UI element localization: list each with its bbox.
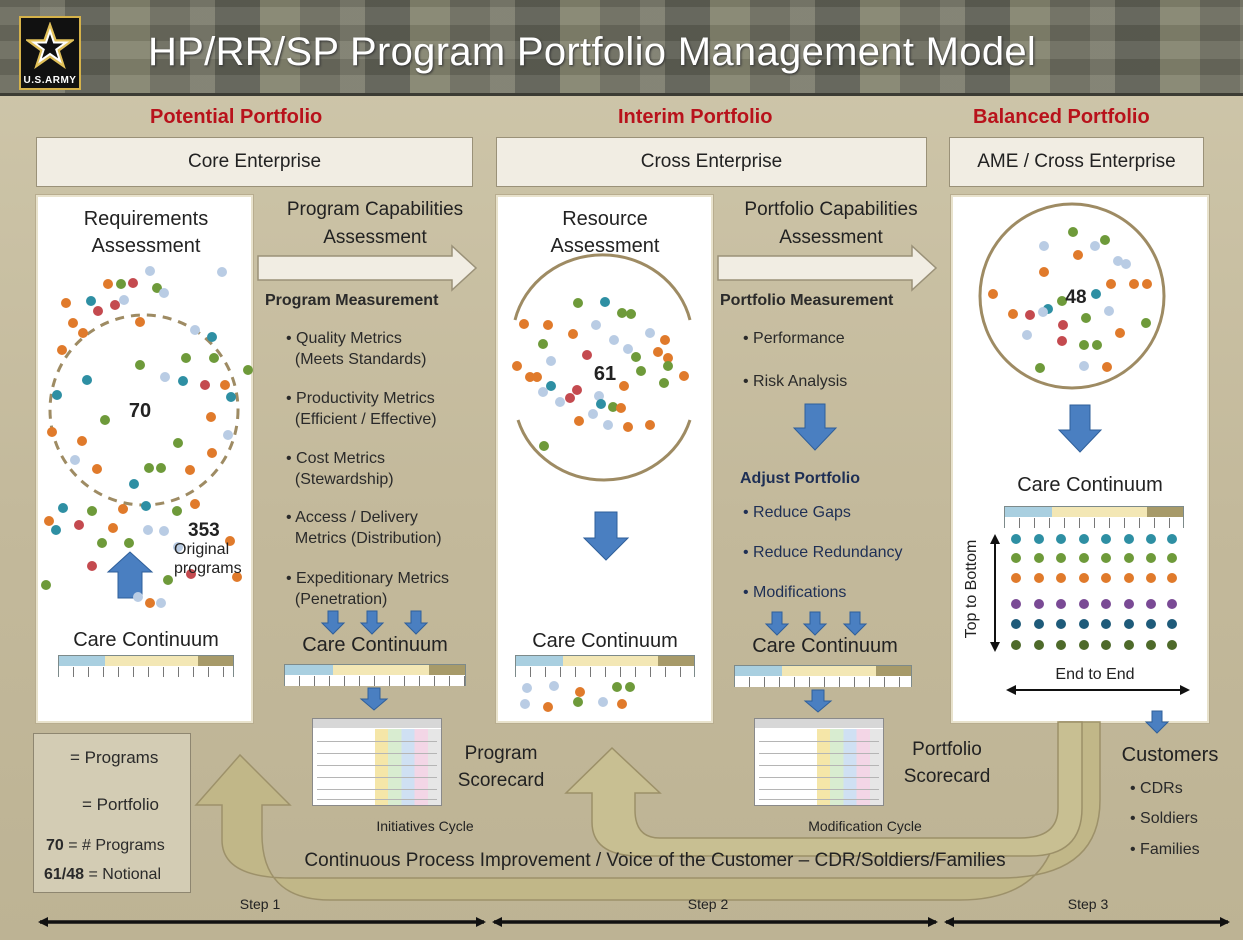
portfolio-count-70: 70: [128, 400, 152, 422]
continuum-table-step2: [734, 665, 912, 687]
blue-down-arrow-adjust: [792, 403, 838, 451]
stage-title-balanced: Balanced Portfolio: [973, 106, 1150, 128]
blue-small-arrow-6: [802, 611, 828, 636]
blue-down-arrow-panel3: [1057, 404, 1103, 453]
portfolio-capabilities-heading: Portfolio Capabilities Assessment: [744, 199, 918, 248]
adjust-reduce-gaps: • Reduce Gaps: [743, 504, 851, 521]
portfolio-measurement-title: Portfolio Measurement: [720, 292, 894, 309]
top-to-bottom-label: Top to Bottom: [963, 539, 980, 639]
program-scorecard-image: [312, 718, 442, 806]
portfolio-count-48: 48: [1065, 287, 1087, 308]
enterprise-ame: AME / Cross Enterprise: [949, 137, 1204, 187]
panel2-care-continuum: Care Continuum: [532, 630, 678, 652]
initiatives-cycle-label: Initiatives Cycle: [376, 818, 474, 834]
header-banner: [0, 0, 1243, 96]
panel-resource: [496, 195, 713, 723]
modification-cycle-label: Modification Cycle: [808, 818, 922, 834]
logo-text: U.S.ARMY: [23, 75, 77, 86]
measure-performance: • Performance: [743, 330, 845, 347]
panel1-care-continuum: Care Continuum: [73, 629, 219, 651]
continuum-table-panel3: [1004, 506, 1184, 528]
program-measurement-title: Program Measurement: [265, 292, 439, 309]
army-star-icon: [26, 22, 74, 70]
legend-portfolio-label: = Portfolio: [82, 795, 160, 814]
resource-heading: Resource Assessment: [550, 208, 660, 257]
program-bullet-1: • Quality Metrics (Meets Standards): [286, 330, 427, 368]
adjust-reduce-redundancy: • Reduce Redundancy: [743, 544, 903, 561]
customers-title: Customers: [1121, 744, 1219, 766]
portfolio-count-61: 61: [593, 363, 617, 385]
blue-small-arrow-8: [803, 689, 833, 713]
blue-small-arrow-2: [359, 610, 385, 635]
capability-arrow-step2: [717, 244, 938, 292]
page-title: HP/RR/SP Program Portfolio Management Mo…: [148, 30, 1037, 74]
customer-cdrs: • CDRs: [1130, 780, 1183, 797]
end-to-end-label: End to End: [1055, 666, 1135, 683]
portfolio-arc-61-bottom: [516, 419, 692, 482]
program-bullet-2: • Productivity Metrics (Efficient / Effe…: [286, 390, 437, 428]
blue-small-arrow-3: [403, 610, 429, 635]
continuum-table-panel2: [515, 655, 695, 677]
portfolio-scorecard-label: Portfolio Scorecard: [903, 739, 991, 787]
continuum-table-step1: [284, 664, 466, 686]
continuum-table-panel1: [58, 655, 234, 677]
step1-label: Step 1: [239, 896, 281, 912]
customer-families: • Families: [1130, 841, 1200, 858]
blue-small-arrow-1: [320, 610, 346, 635]
blue-up-arrow: [106, 551, 154, 599]
stage-title-potential: Potential Portfolio: [150, 106, 323, 128]
blue-small-arrow-5: [764, 611, 790, 636]
panel3-care-continuum: Care Continuum: [1017, 474, 1163, 496]
portfolio-scorecard-image: [754, 718, 884, 806]
dots-panel3-circle: [988, 227, 1152, 373]
portfolio-arc-61-top: [513, 253, 692, 321]
measure-risk-analysis: • Risk Analysis: [743, 373, 848, 390]
dots-panel2: [512, 297, 689, 712]
cpi-cycle-arrow: [194, 721, 1101, 901]
stage-title-interim: Interim Portfolio: [618, 106, 773, 128]
dots-panel3-grid: [1011, 534, 1177, 650]
cpi-text: Continuous Process Improvement / Voice o…: [304, 850, 1006, 871]
program-bullet-5: • Expeditionary Metrics (Penetration): [286, 570, 449, 608]
original-count: 353: [188, 520, 220, 541]
step1-care-continuum: Care Continuum: [302, 634, 448, 656]
blue-small-arrow-4: [359, 687, 389, 711]
enterprise-cross: Cross Enterprise: [496, 137, 927, 187]
program-capabilities-heading: Program Capabilities Assessment: [286, 199, 464, 248]
army-logo: U.S.ARMY: [19, 16, 81, 90]
legend-box: = Programs = Portfolio 70 = # Programs 6…: [33, 733, 191, 893]
capability-arrow-step1: [257, 244, 478, 292]
modification-cycle-arrow: [564, 721, 1083, 857]
customer-soldiers: • Soldiers: [1130, 810, 1198, 827]
step3-label: Step 3: [1067, 896, 1109, 912]
legend-count-key: 70 = # Programs: [46, 837, 165, 854]
blue-small-arrow-7: [842, 611, 868, 636]
program-scorecard-label: Program Scorecard: [457, 743, 545, 791]
legend-notional-key: 61/48 = Notional: [44, 866, 161, 883]
original-label: Original programs: [174, 541, 242, 577]
blue-small-arrow-customers: [1144, 710, 1170, 734]
step2-care-continuum: Care Continuum: [752, 635, 898, 657]
program-bullet-4: • Access / Delivery Metrics (Distributio…: [286, 509, 442, 547]
dots-panel1: [41, 266, 253, 608]
legend-programs-label: = Programs: [70, 748, 159, 767]
portfolio-circle-48: [978, 202, 1166, 390]
adjust-modifications: • Modifications: [743, 584, 847, 601]
requirements-heading: Requirements Assessment: [83, 208, 209, 257]
adjust-portfolio-title: Adjust Portfolio: [740, 470, 860, 487]
enterprise-core: Core Enterprise: [36, 137, 473, 187]
program-bullet-3: • Cost Metrics (Stewardship): [286, 450, 394, 488]
step2-label: Step 2: [687, 896, 729, 912]
blue-down-arrow-panel2: [582, 511, 630, 561]
